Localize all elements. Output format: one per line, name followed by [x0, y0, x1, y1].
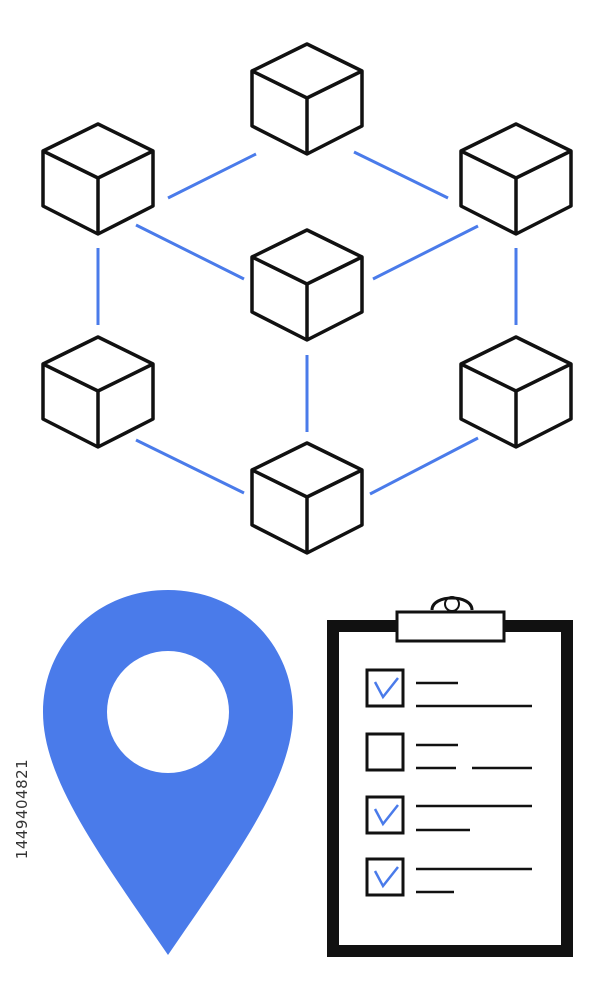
cube-icon [41, 335, 155, 449]
clipboard-checklist-icon [327, 596, 573, 957]
checklist-item [365, 857, 532, 897]
checked-box-icon [365, 795, 405, 835]
cube-icon [250, 441, 364, 555]
pin-hole [107, 651, 229, 773]
map-pin-icon [43, 590, 293, 955]
link-top-left [167, 152, 257, 200]
network-links [96, 150, 518, 496]
checklist-item [365, 668, 532, 708]
link-top-right [353, 150, 449, 200]
link-right-center [372, 224, 479, 281]
link-left-center [135, 223, 245, 281]
side-id-text: 1449404821 [13, 758, 31, 860]
checked-box-icon [365, 857, 405, 897]
checkmark-icon [373, 804, 399, 827]
cube-icon [459, 122, 573, 236]
link-bottom-left [135, 438, 245, 495]
checklist-item [365, 732, 532, 772]
checked-box-icon [365, 668, 405, 708]
cube-icon [250, 228, 364, 342]
cube-icon [459, 335, 573, 449]
checkmark-icon [373, 677, 399, 700]
link-bottom-right [369, 436, 479, 496]
cube-icon [41, 122, 155, 236]
empty-box-icon [365, 732, 405, 772]
network-cubes [41, 42, 573, 555]
checkmark-icon [373, 866, 399, 889]
cube-icon [250, 42, 364, 156]
clipboard-clip [395, 610, 506, 643]
checklist-item [365, 795, 532, 835]
checklist [365, 668, 532, 897]
